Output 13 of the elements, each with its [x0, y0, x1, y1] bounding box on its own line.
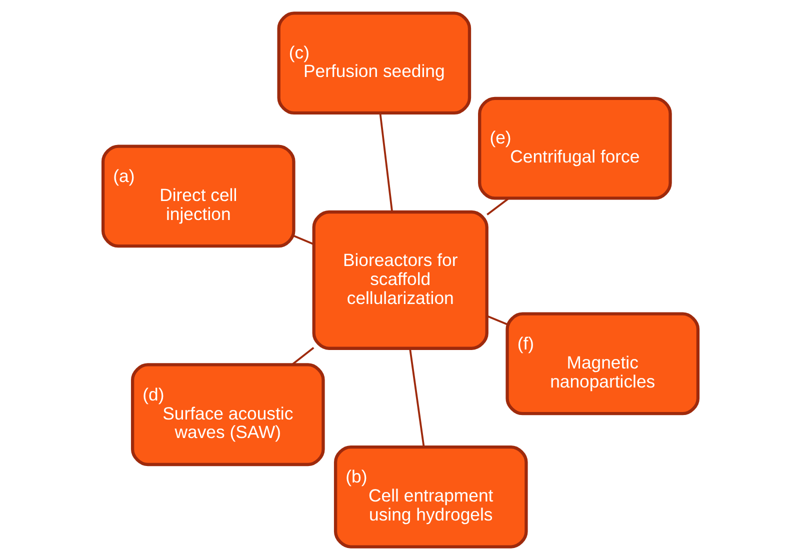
connector	[486, 315, 507, 326]
node-box: (a) Direct cell injection	[100, 144, 295, 248]
node-box: (f) Magnetic nanoparticles	[505, 312, 700, 416]
node-box: (c) Perfusion seeding	[276, 12, 471, 115]
connector	[486, 198, 509, 216]
connector	[378, 113, 392, 212]
node-box: (e) Centrifugal force	[478, 96, 672, 200]
connector	[292, 235, 314, 245]
node-box: (d) Surface acoustic waves (SAW)	[130, 363, 324, 466]
connector	[291, 347, 314, 366]
node-box: (b) Cell entrapment using hydrogels	[333, 445, 528, 548]
connector	[408, 348, 424, 448]
node-box: Bioreactors for scaffold cellularization	[312, 210, 488, 350]
